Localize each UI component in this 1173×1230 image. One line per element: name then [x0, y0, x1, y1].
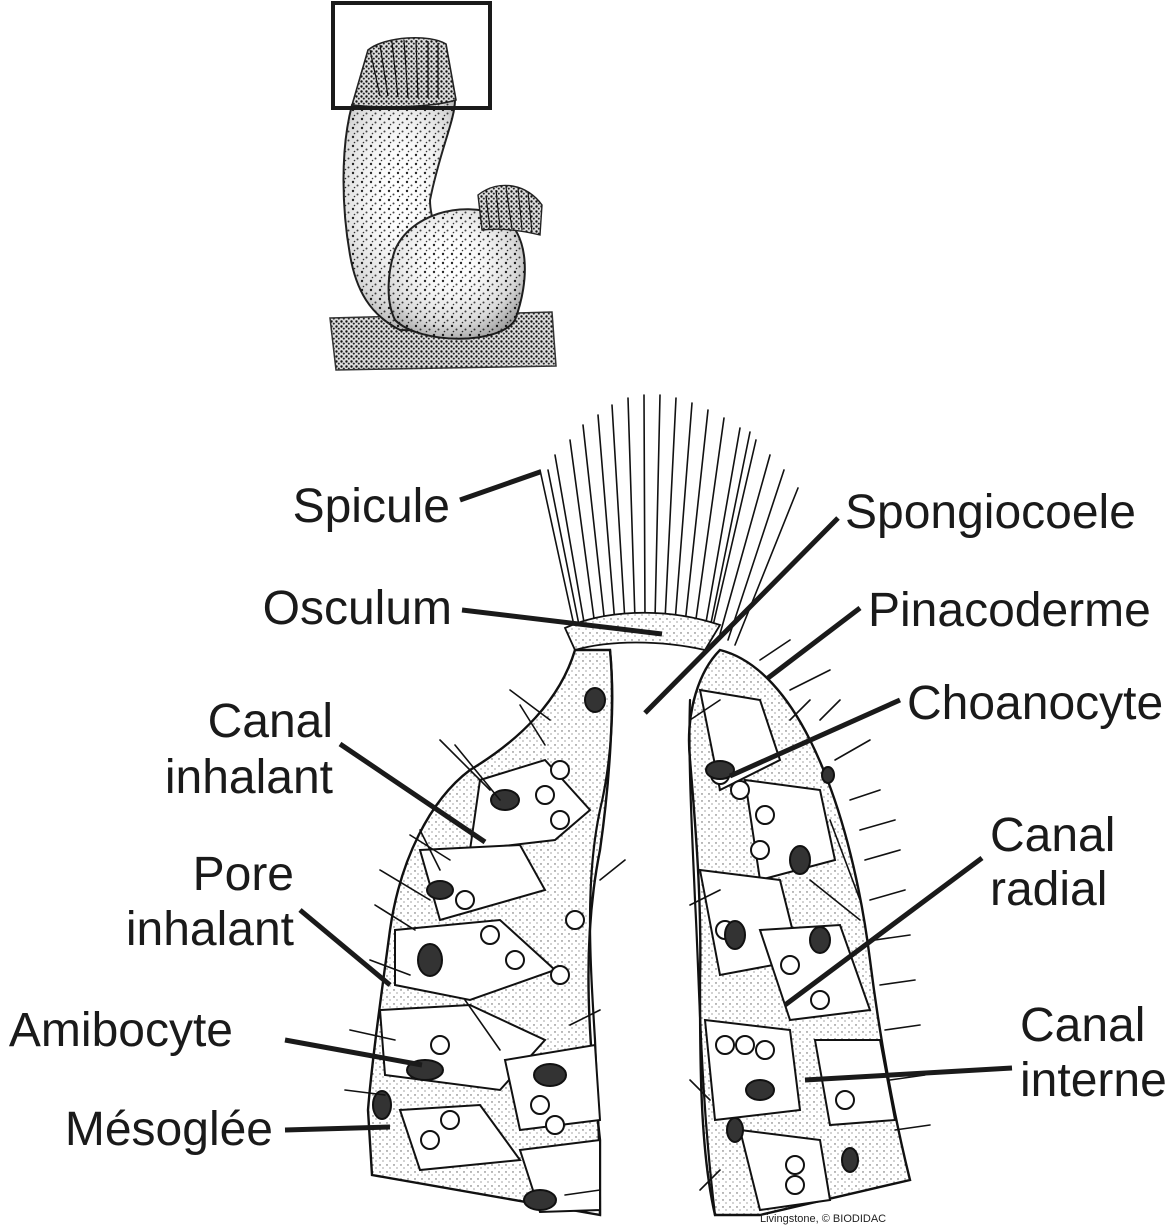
label-canal-interne-line1: Canal: [1020, 999, 1145, 1052]
labels-left: Spicule Osculum Canal inhalant Pore inha…: [9, 480, 452, 1156]
label-canal-inhalant-line1: Canal: [208, 695, 333, 748]
label-choanocyte: Choanocyte: [907, 677, 1163, 730]
right-surface-spicules: [759, 639, 931, 1131]
label-spongiocoele: Spongiocoele: [845, 486, 1136, 539]
zoom-box: [331, 1, 492, 110]
leader-mesoglee: [284, 1124, 391, 1133]
label-canal-interne-line2: interne: [1020, 1054, 1167, 1107]
leader-canal-radial: [783, 855, 984, 1008]
label-canal-radial-line1: Canal: [990, 809, 1115, 862]
oscular-spicule-fringe: [539, 394, 799, 646]
leader-pinacoderme: [766, 606, 862, 680]
label-spicule: Spicule: [293, 480, 450, 533]
leader-pore-inhalant: [298, 908, 392, 987]
label-amibocyte: Amibocyte: [9, 1004, 233, 1057]
label-canal-radial-line2: radial: [990, 863, 1107, 916]
leader-spongiocoele: [643, 516, 840, 715]
label-pore-inhalant-line2: inhalant: [126, 903, 294, 956]
left-surface-spicules: [344, 689, 551, 1096]
label-pore-inhalant-line1: Pore: [193, 848, 294, 901]
leader-lines: [284, 469, 1013, 1133]
whole-sponge-illustration: [329, 1, 557, 371]
leader-spicule: [459, 469, 541, 503]
leader-choanocyte: [728, 697, 902, 779]
label-osculum: Osculum: [263, 582, 452, 635]
leader-canal-interne: [804, 1065, 1013, 1083]
label-pinacoderme: Pinacoderme: [868, 584, 1151, 637]
cross-section-drawing: [344, 394, 931, 1217]
inner-spicules: [564, 699, 721, 1196]
label-mesoglee: Mésoglée: [65, 1103, 273, 1156]
leader-osculum: [461, 607, 663, 637]
labels-right: Spongiocoele Pinacoderme Choanocyte Cana…: [845, 486, 1167, 1107]
credit: Livingstone, © BIODIDAC: [760, 1213, 886, 1225]
leader-canal-inhalant: [338, 741, 487, 845]
label-canal-inhalant-line2: inhalant: [165, 751, 333, 804]
amibocyte-cells: [372, 687, 859, 1211]
leader-amibocyte: [284, 1037, 423, 1068]
